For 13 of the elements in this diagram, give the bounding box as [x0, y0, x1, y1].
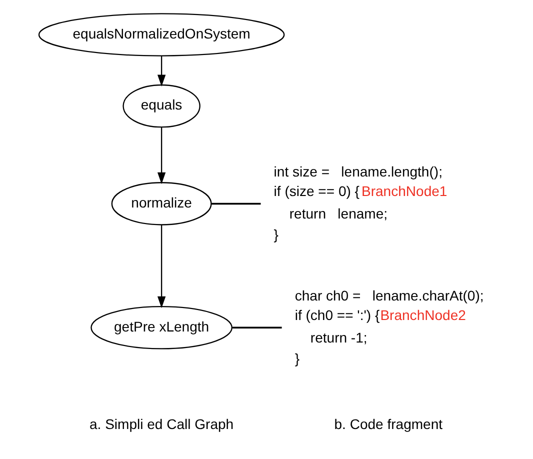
node-ellipse: getPre xLength — [90, 306, 232, 349]
label: b. Code fragment — [334, 415, 442, 432]
node-ellipse: equals — [122, 84, 200, 128]
arrow — [156, 126, 166, 184]
node-text: char ch0 = lename.charAt(0); if (ch0 == ':') {BranchNode2 return -1; } — [294, 286, 484, 366]
arrow — [156, 224, 166, 308]
node-ellipse: normalize — [110, 182, 212, 225]
arrow — [156, 55, 166, 86]
label: a. Simpli ed Call Graph — [88, 415, 234, 432]
connector — [232, 326, 282, 328]
connector — [211, 202, 260, 204]
node-text: int size = lename.length(); if (size == 0) {BranchNode1 return lename; } — [273, 162, 447, 242]
node-ellipse: equalsNormalizedOnSystem — [38, 12, 284, 56]
